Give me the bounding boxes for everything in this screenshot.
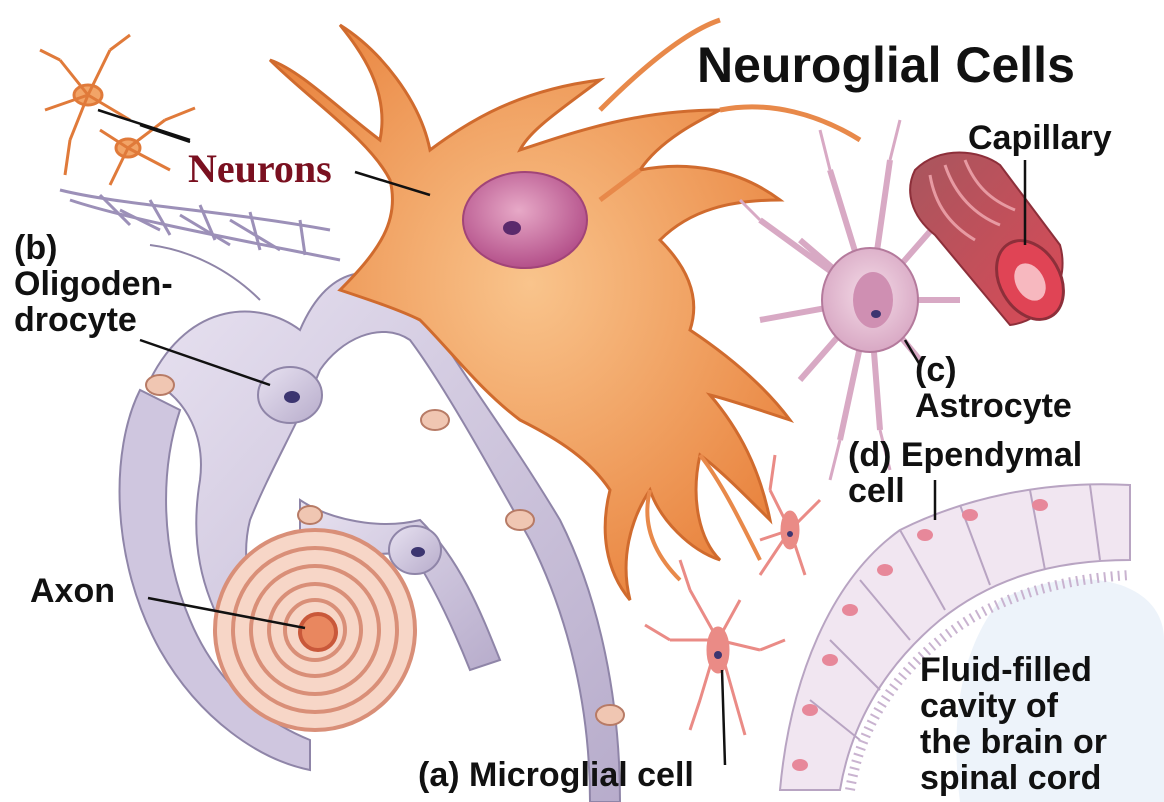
dendrite-mesh	[60, 190, 340, 260]
label-ependymal-line1: (d) Ependymal	[848, 437, 1082, 473]
label-oligodendrocyte-line2: drocyte	[14, 302, 137, 338]
label-microglial-cell: (a) Microglial cell	[418, 757, 694, 793]
label-oligodendrocyte-tag: (b)	[14, 230, 57, 266]
capillary-vessel	[910, 153, 1077, 332]
label-oligodendrocyte-line1: Oligoden-	[14, 266, 173, 302]
label-fluid-line4: spinal cord	[920, 760, 1101, 796]
label-fluid-line1: Fluid-filled	[920, 652, 1092, 688]
axon-myelin-cross-section	[215, 530, 415, 730]
label-fluid-line3: the brain or	[920, 724, 1107, 760]
diagram-title: Neuroglial Cells	[697, 38, 1075, 92]
label-astrocyte: Astrocyte	[915, 388, 1072, 424]
neuron-nucleus	[463, 172, 587, 268]
label-capillary: Capillary	[968, 120, 1112, 156]
label-neurons: Neurons	[188, 148, 332, 190]
label-ependymal-line2: cell	[848, 473, 905, 509]
label-fluid-line2: cavity of	[920, 688, 1058, 724]
label-astrocyte-tag: (c)	[915, 352, 957, 388]
small-neurons	[40, 35, 195, 185]
label-axon: Axon	[30, 573, 115, 609]
